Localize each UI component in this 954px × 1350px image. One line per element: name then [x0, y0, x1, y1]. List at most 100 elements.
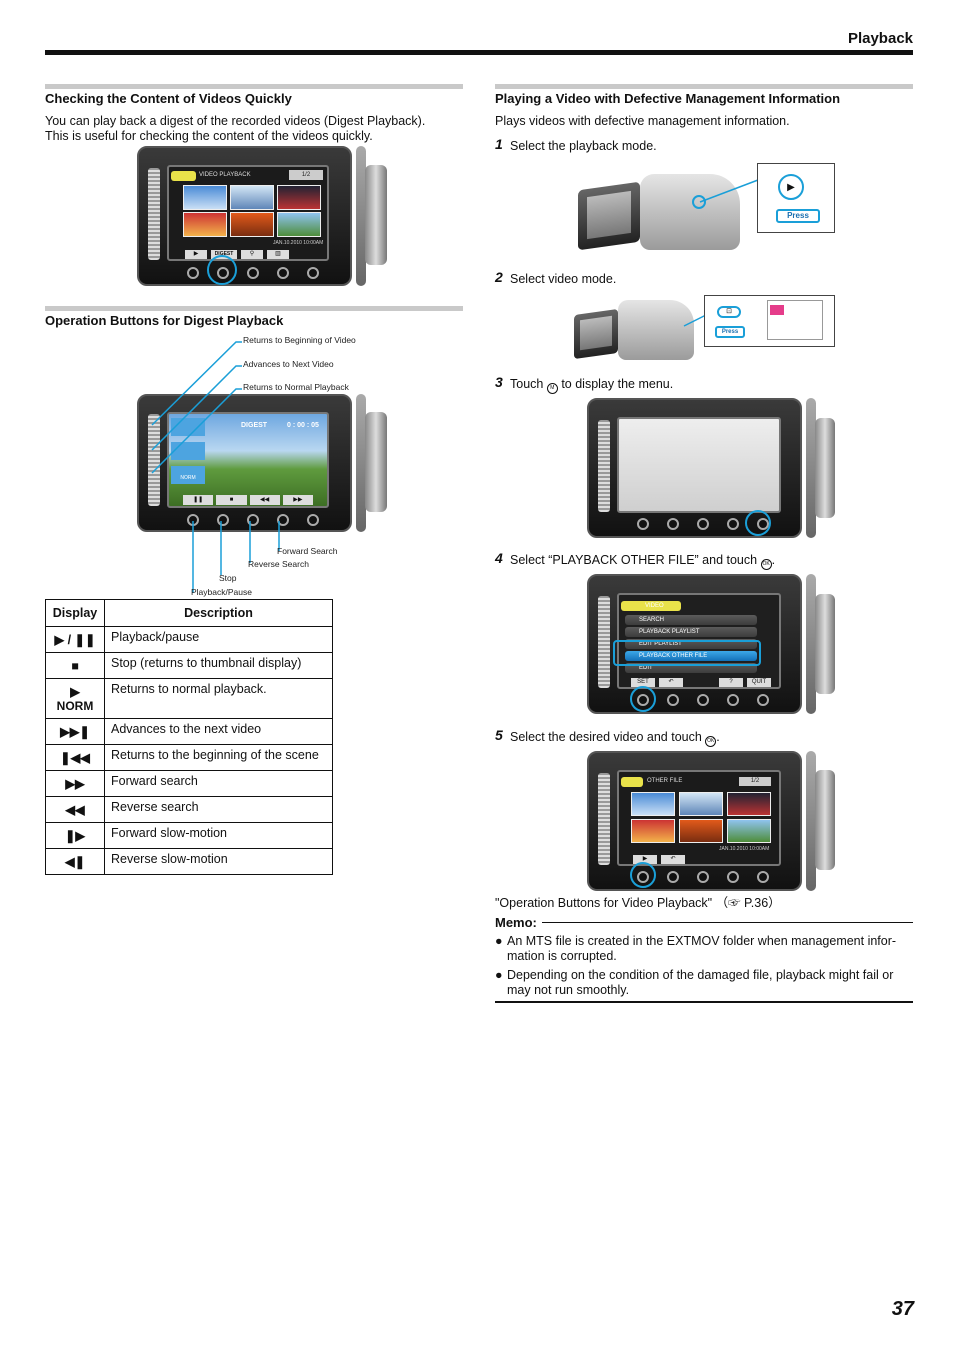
thumbnail[interactable] — [679, 792, 723, 816]
video-icon — [770, 305, 784, 315]
section-heading-defective: Playing a Video with Defective Managemen… — [495, 91, 841, 106]
play-pause-icon: ▶ / ❚❚ — [45, 626, 105, 653]
thumbnail[interactable] — [277, 212, 321, 237]
camera-button[interactable] — [667, 694, 679, 706]
step-text-before: Select “PLAYBACK OTHER FILE” and touch — [510, 553, 758, 567]
section-bar — [45, 84, 463, 89]
menu-item-playback-other-file[interactable]: PLAYBACK OTHER FILE — [625, 651, 757, 661]
callout-bottom: Reverse Search — [248, 559, 309, 569]
thumbnail[interactable] — [727, 819, 771, 843]
table-cell: Forward slow-motion — [104, 822, 333, 849]
thumbnail[interactable] — [183, 212, 227, 237]
forward-slow-icon: ❚▶ — [45, 822, 105, 849]
thumbnail[interactable] — [727, 792, 771, 816]
menu-icon[interactable] — [307, 267, 319, 279]
cross-reference-link[interactable]: "Operation Buttons for Video Playback" （… — [495, 896, 781, 910]
mode-indicator — [767, 300, 823, 340]
thumbnail[interactable] — [679, 819, 723, 843]
camera-body — [365, 412, 387, 512]
thumbnail[interactable] — [230, 212, 274, 237]
play-button[interactable]: ▶ — [185, 250, 207, 259]
camera-body — [365, 165, 387, 265]
norm-button[interactable]: NORM — [171, 466, 205, 484]
thumbnail[interactable] — [277, 185, 321, 210]
memo-bullet-line: Depending on the condition of the damage… — [507, 968, 894, 982]
section-bar — [495, 84, 913, 89]
camcorder-screen-digest: VIDEO PLAYBACK 1/2 JAN.10.2010 10:00AM ▶… — [137, 146, 352, 286]
camera-button[interactable] — [667, 871, 679, 883]
menu-icon[interactable] — [757, 694, 769, 706]
step-text: Select the playback mode. — [510, 139, 657, 153]
camera-body — [618, 300, 694, 360]
camera-button[interactable] — [727, 518, 739, 530]
reverse-search-icon: ◀◀ — [45, 796, 105, 823]
ok-icon[interactable] — [637, 518, 649, 530]
camera-button[interactable] — [247, 267, 259, 279]
back-icon[interactable]: ↶ — [659, 678, 683, 687]
step-text-after: . — [771, 553, 776, 567]
thumbnail[interactable] — [631, 819, 675, 843]
digest-button[interactable]: DIGEST — [211, 250, 237, 259]
delete-icon[interactable]: ▥ — [267, 250, 289, 259]
section-bar — [45, 306, 463, 311]
lcd-display: OTHER FILE 1/2 JAN.10.2010 10:00AM ▶ ↶ — [617, 770, 781, 866]
camera-button[interactable] — [217, 514, 229, 526]
camera-button[interactable] — [697, 518, 709, 530]
menu-item-playback-playlist[interactable]: PLAYBACK PLAYLIST — [625, 627, 757, 637]
play-button[interactable]: ▶ — [633, 855, 657, 864]
highlight-ring — [745, 510, 771, 536]
norm-label: NORM — [56, 699, 94, 713]
menu-item-search[interactable]: SEARCH — [625, 615, 757, 625]
camera-button[interactable] — [667, 518, 679, 530]
table-cell: Returns to normal playback. — [104, 678, 333, 719]
menu-icon[interactable] — [757, 871, 769, 883]
camera-button[interactable] — [697, 871, 709, 883]
menu-item-edit-playlist[interactable]: EDIT PLAYLIST — [625, 639, 757, 649]
time-counter: 0 : 00 : 05 — [287, 422, 319, 429]
video-mode-icon — [621, 777, 643, 787]
forward-search-icon[interactable]: ▶▶ — [282, 495, 313, 505]
camera-illustration — [572, 292, 702, 366]
highlight-ring — [207, 255, 237, 285]
ok-icon[interactable] — [187, 267, 199, 279]
menu-item-edit[interactable]: EDIT — [625, 663, 757, 673]
pause-icon[interactable]: ❚❚ — [183, 495, 214, 505]
back-icon[interactable]: ↶ — [661, 855, 685, 864]
thumbnail[interactable] — [183, 185, 227, 210]
menu-icon[interactable] — [307, 514, 319, 526]
video-mode-icon[interactable]: ⊡ — [717, 306, 741, 318]
playback-mode-icon[interactable]: ▶ — [778, 174, 804, 200]
camera-button[interactable] — [727, 871, 739, 883]
ok-icon: OK — [760, 559, 772, 570]
help-button[interactable]: ? — [719, 678, 743, 687]
thumbnail[interactable] — [631, 792, 675, 816]
thumbnail[interactable] — [230, 185, 274, 210]
step-text: Touch M to display the menu. — [510, 377, 673, 394]
screen-title: OTHER FILE — [647, 778, 683, 784]
step-number: 3 — [495, 374, 503, 390]
camera-button[interactable] — [277, 514, 289, 526]
lcd-display — [617, 417, 781, 513]
reverse-slow-icon: ◀❚ — [45, 848, 105, 875]
camera-hinge — [806, 751, 816, 891]
search-icon[interactable]: ⚲ — [241, 250, 263, 259]
page-number: 37 — [891, 1298, 914, 1320]
header-rule — [45, 50, 913, 55]
camera-button[interactable] — [697, 694, 709, 706]
table-cell: Reverse search — [104, 796, 333, 823]
camera-button[interactable] — [727, 694, 739, 706]
stop-icon[interactable]: ■ — [216, 495, 247, 505]
set-button[interactable]: SET — [631, 678, 655, 687]
quit-button[interactable]: QUIT — [747, 678, 771, 687]
camcorder-screen-menu — [587, 398, 802, 538]
camera-hinge — [356, 394, 366, 532]
camera-button[interactable] — [277, 267, 289, 279]
lcd-display: DIGEST 0 : 00 : 05 NORM ❚❚ ■ ◀◀ ▶▶ — [167, 412, 329, 508]
pointer-line — [699, 179, 759, 203]
table-cell: Forward search — [104, 770, 333, 797]
table-cell: Advances to the next video — [104, 718, 333, 745]
reverse-search-icon[interactable]: ◀◀ — [249, 495, 280, 505]
step-number: 5 — [495, 727, 503, 743]
press-label: Press — [776, 209, 820, 223]
camera-body — [815, 770, 835, 870]
